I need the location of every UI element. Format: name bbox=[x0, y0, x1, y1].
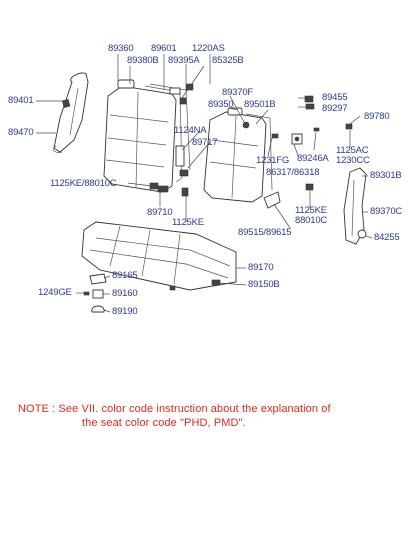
label-89301B: 89301B bbox=[370, 170, 402, 181]
label-89170: 89170 bbox=[248, 262, 274, 273]
label-89350: 89350 bbox=[208, 99, 234, 110]
label-1249GE: 1249GE bbox=[38, 287, 72, 298]
label-86317-86318: 86317/86318 bbox=[266, 167, 320, 178]
label-89780: 89780 bbox=[364, 111, 390, 122]
label-89515-89615: 89515/89615 bbox=[238, 227, 292, 238]
label-89165: 89165 bbox=[112, 270, 138, 281]
label-1124NA: 1124NA bbox=[174, 125, 207, 136]
label-89601: 89601 bbox=[151, 43, 177, 54]
seat-back-side-bolster-left bbox=[53, 72, 89, 153]
seat-back-right bbox=[203, 107, 273, 203]
label-1125KE-b: 1125KE bbox=[295, 205, 327, 216]
label-89150B: 89150B bbox=[248, 279, 280, 290]
label-89360: 89360 bbox=[108, 43, 134, 54]
note-line-1: NOTE : See VII. color code instruction a… bbox=[18, 403, 331, 415]
label-89160: 89160 bbox=[112, 288, 138, 299]
label-89297: 89297 bbox=[322, 103, 348, 114]
lower-hardware bbox=[83, 273, 107, 313]
label-89380B: 89380B bbox=[127, 55, 159, 66]
label-89710: 89710 bbox=[147, 207, 173, 218]
color-code-note: NOTE : See VII. color code instruction a… bbox=[18, 402, 398, 430]
seat-cushion bbox=[81, 221, 237, 291]
seat-back-main bbox=[103, 79, 191, 193]
leader-lines bbox=[36, 54, 373, 313]
label-89401: 89401 bbox=[8, 95, 34, 106]
note-line-2: the seat color code "PHD, PMD". bbox=[82, 417, 246, 429]
label-89717: 89717 bbox=[192, 137, 218, 148]
label-1125KE-88010C: 1125KE/88010C bbox=[50, 178, 117, 189]
label-85325B: 85325B bbox=[212, 55, 244, 66]
seat-back-side-bolster-right bbox=[343, 167, 367, 245]
label-88010C: 88010C bbox=[295, 215, 328, 226]
label-89501B: 89501B bbox=[244, 99, 276, 110]
label-89455: 89455 bbox=[322, 92, 348, 103]
label-89190: 89190 bbox=[112, 306, 138, 317]
label-89395A: 89395A bbox=[168, 55, 200, 66]
label-1220AS: 1220AS bbox=[192, 43, 225, 54]
label-89470: 89470 bbox=[8, 127, 34, 138]
label-1231FG: 1231FG bbox=[256, 155, 290, 166]
label-1125KE-a: 1125KE bbox=[172, 217, 204, 228]
label-89370F: 89370F bbox=[222, 87, 254, 98]
label-1230CC: 1230CC bbox=[336, 155, 370, 166]
label-84255: 84255 bbox=[374, 232, 400, 243]
label-89370C: 89370C bbox=[370, 206, 403, 217]
label-89246A: 89246A bbox=[297, 153, 329, 164]
label-1125AC: 1125AC bbox=[336, 145, 369, 156]
